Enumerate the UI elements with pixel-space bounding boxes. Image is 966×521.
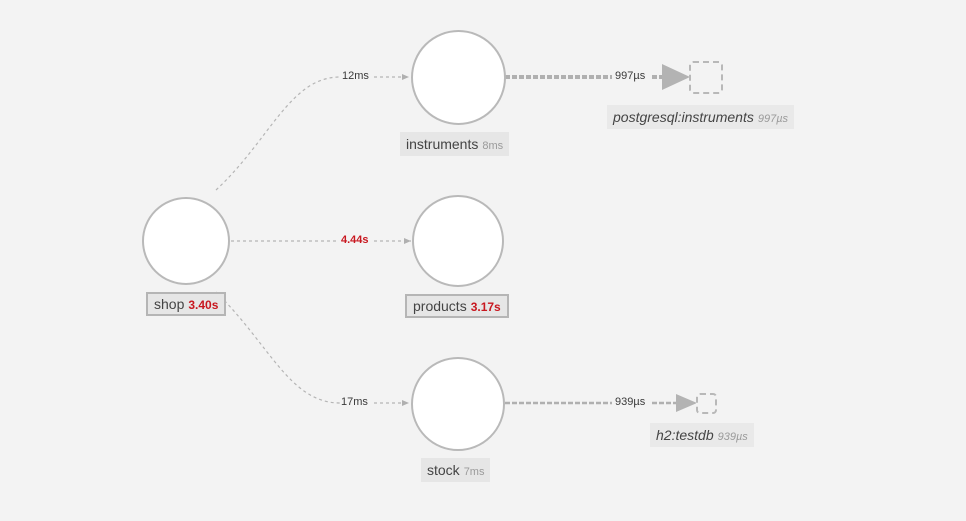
edge-shop-stock[interactable] xyxy=(215,291,341,404)
arrow-h2-icon xyxy=(676,394,697,412)
database-postgresql-icon[interactable] xyxy=(689,61,723,94)
node-name: stock xyxy=(427,462,460,478)
node-shop[interactable] xyxy=(142,197,230,285)
node-duration: 3.17s xyxy=(470,300,501,314)
node-name: instruments xyxy=(406,136,479,152)
node-stock[interactable] xyxy=(411,357,505,451)
database-duration: 939µs xyxy=(717,431,748,443)
arrow-postgresql-icon xyxy=(662,64,690,90)
database-duration: 997µs xyxy=(757,113,789,125)
node-instruments[interactable] xyxy=(411,30,506,125)
edge-label-shop-stock: 17ms xyxy=(340,396,369,409)
node-duration: 8ms xyxy=(482,140,504,152)
node-name: products xyxy=(413,298,467,314)
edge-label-shop-products: 4.44s xyxy=(340,234,370,247)
node-products[interactable] xyxy=(412,195,504,287)
database-h2-icon[interactable] xyxy=(696,393,717,414)
database-name: h2:testdb xyxy=(656,427,714,443)
node-duration: 3.40s xyxy=(188,298,219,312)
database-name: postgresql:instruments xyxy=(613,109,754,125)
edge-label-instruments-postgresql: 997µs xyxy=(614,70,647,83)
edge-label-shop-instruments: 12ms xyxy=(341,70,370,83)
edge-shop-instruments[interactable] xyxy=(215,76,341,191)
node-name: shop xyxy=(154,296,185,312)
edge-label-stock-h2: 939µs xyxy=(614,396,647,409)
node-duration: 7ms xyxy=(463,466,485,478)
